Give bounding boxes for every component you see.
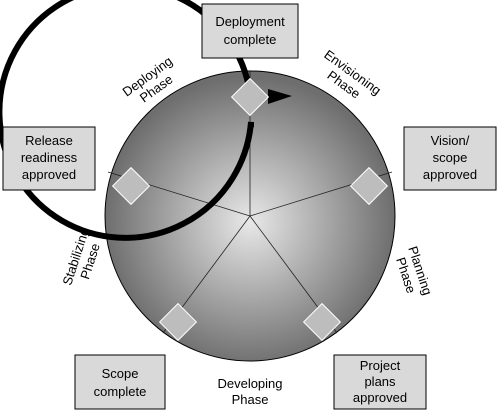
diamond-icon bbox=[111, 166, 151, 206]
milestone-label-line: Project bbox=[360, 358, 401, 373]
phase-label-line: Developing bbox=[217, 376, 282, 391]
phase-label-line: Phase bbox=[232, 392, 269, 407]
milestone-markers bbox=[111, 77, 389, 342]
milestone-release-readiness-approved: Release readiness approved bbox=[2, 126, 96, 191]
milestone-label-line: readiness bbox=[21, 150, 78, 165]
milestone-label-line: Vision/ bbox=[431, 133, 470, 148]
milestone-label-line: scope bbox=[433, 150, 468, 165]
diamond-icon bbox=[230, 77, 270, 117]
milestone-scope-complete: Scope complete bbox=[74, 354, 166, 410]
diamond-icon bbox=[158, 302, 198, 342]
milestone-label-line: approved bbox=[423, 167, 477, 182]
milestone-label-line: Release bbox=[25, 133, 73, 148]
milestone-label-line: approved bbox=[353, 390, 407, 405]
arrowhead-icon bbox=[268, 89, 292, 104]
milestone-label-line: approved bbox=[22, 167, 76, 182]
milestone-label-line: Scope bbox=[102, 366, 139, 381]
milestone-project-plans-approved: Project plans approved bbox=[333, 354, 427, 410]
phase-label-developing: Developing Phase bbox=[217, 376, 282, 407]
diamond-icon bbox=[302, 302, 342, 342]
milestone-label-line: Deployment bbox=[215, 14, 285, 29]
phase-label-planning: Planning Phase bbox=[393, 244, 435, 297]
milestone-deployment-complete: Deployment complete bbox=[201, 3, 299, 59]
milestone-label-line: plans bbox=[364, 374, 396, 389]
diamond-icon bbox=[349, 166, 389, 206]
milestone-vision-scope-approved: Vision/ scope approved bbox=[403, 126, 497, 191]
milestone-label-line: complete bbox=[94, 384, 147, 399]
milestone-label-line: complete bbox=[224, 32, 277, 47]
progress-arc bbox=[0, 0, 254, 241]
